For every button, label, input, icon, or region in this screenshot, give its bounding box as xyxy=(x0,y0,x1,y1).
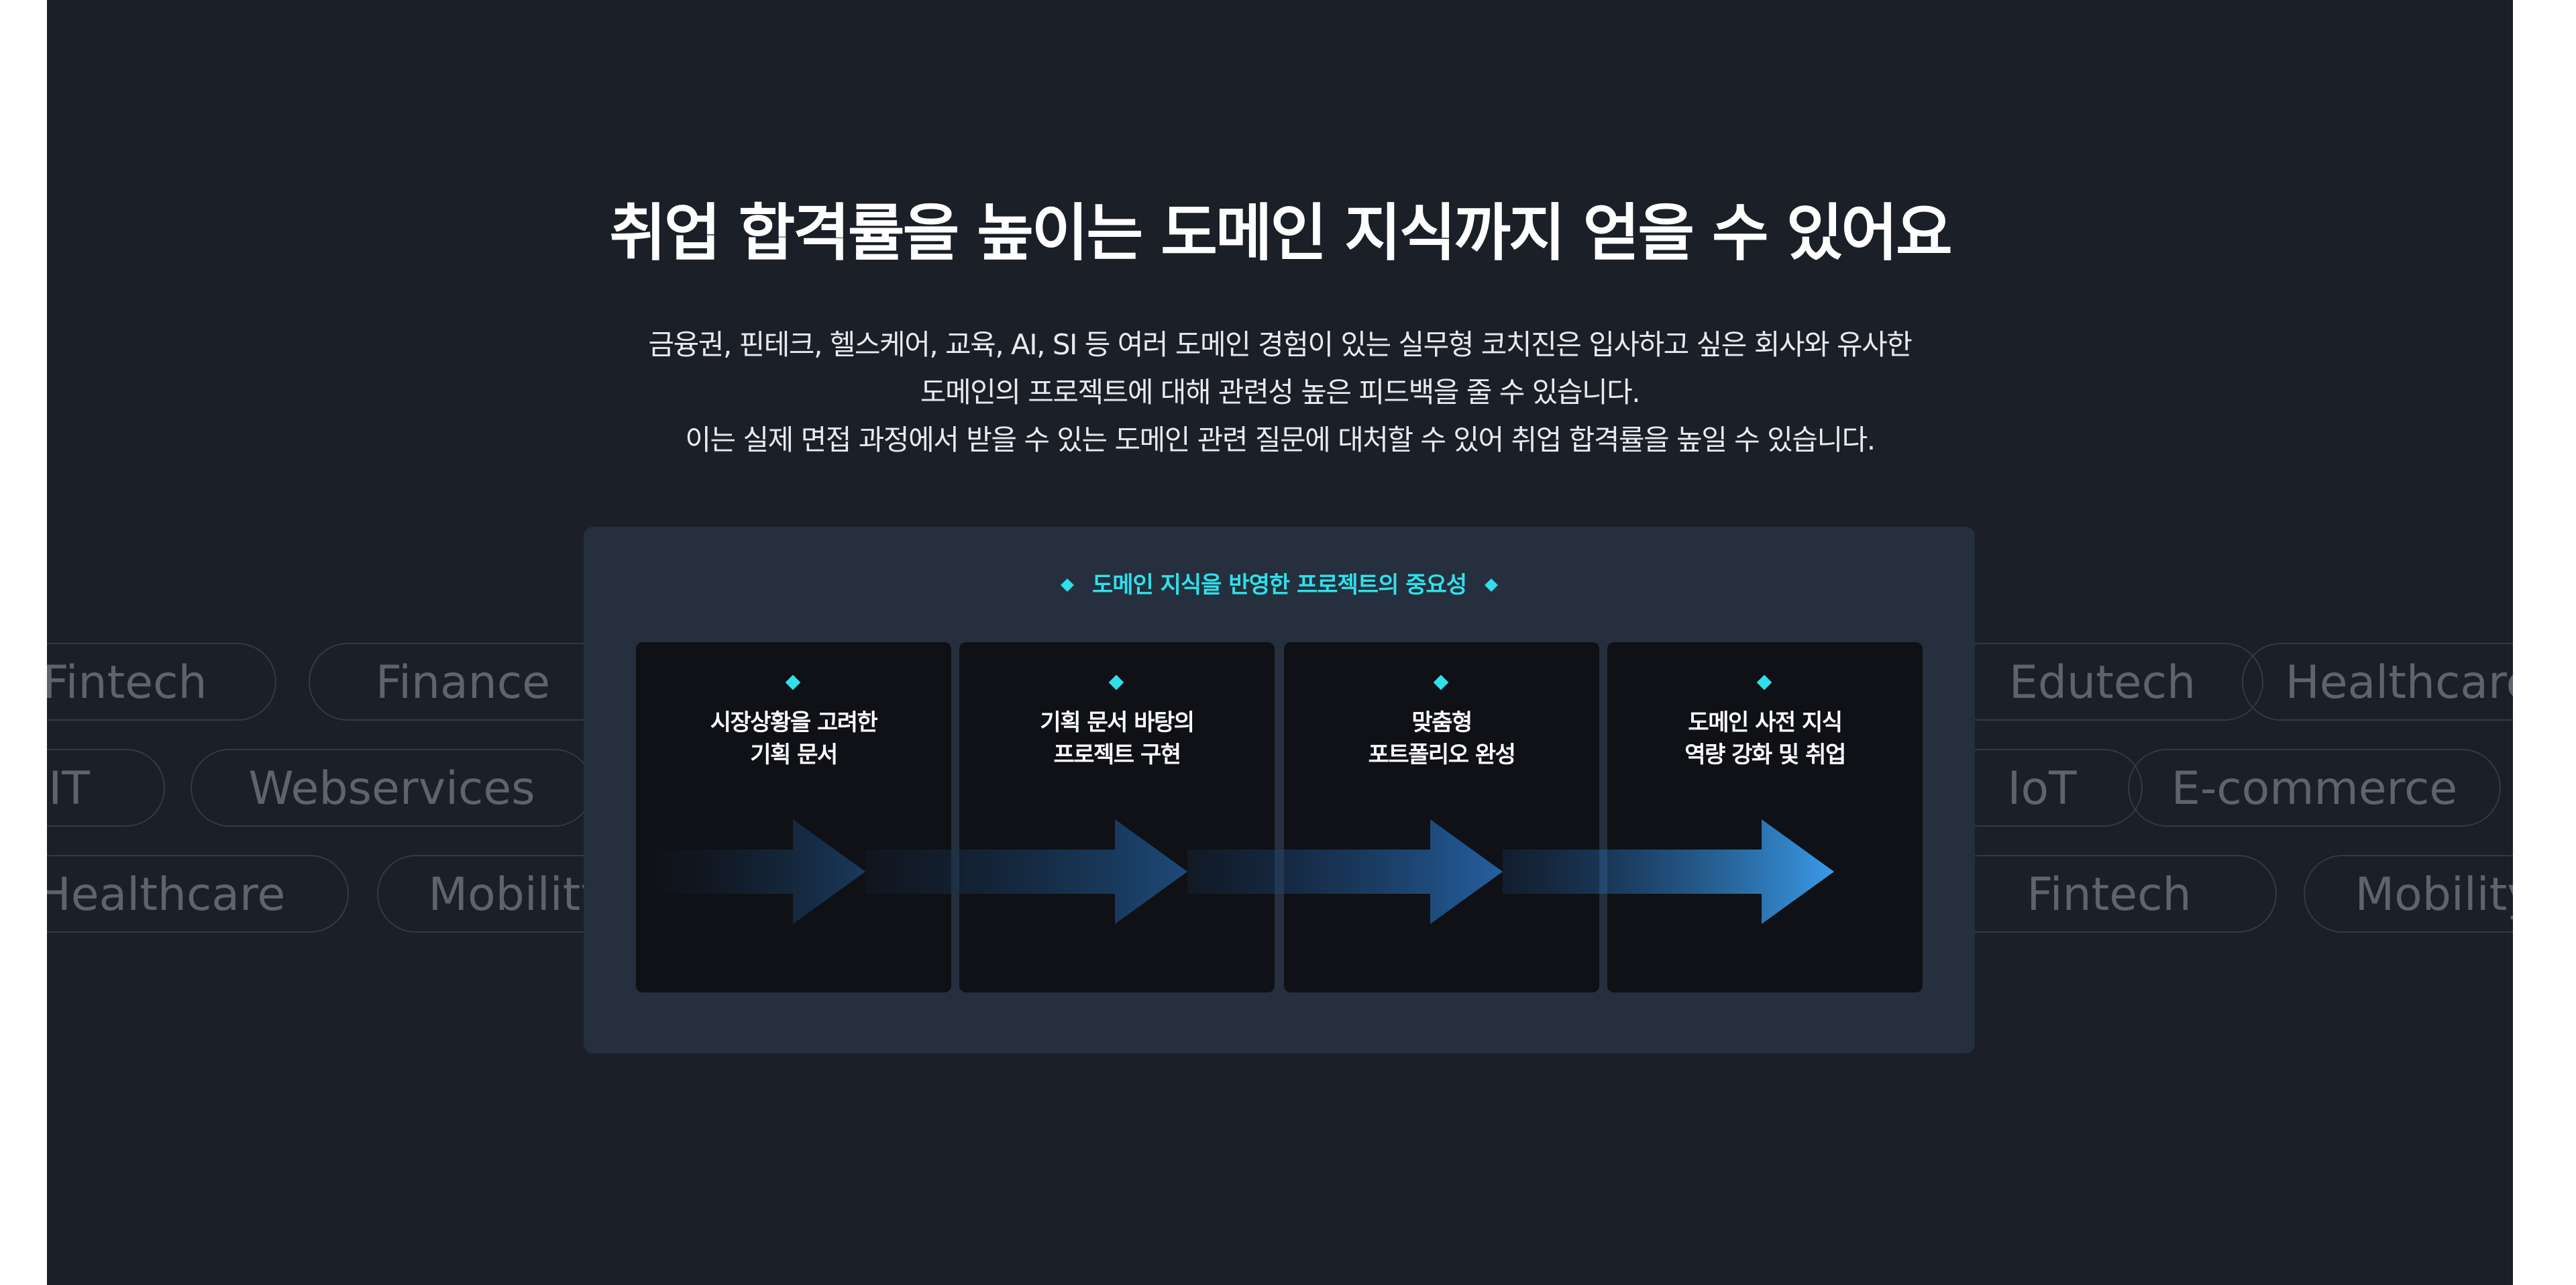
domain-tag: Mobility xyxy=(377,855,659,933)
step-label-line: 도메인 사전 지식 xyxy=(1688,709,1843,736)
step-card-3: 맞춤형 포트폴리오 완성 xyxy=(1284,642,1599,992)
domain-tag: Healthcare xyxy=(47,855,349,933)
step-label-line: 포트폴리오 완성 xyxy=(1368,741,1516,768)
domain-tag: Healthcare xyxy=(2242,643,2513,721)
diamond-icon xyxy=(1061,578,1074,592)
step-card-2: 기획 문서 바탕의 프로젝트 구현 xyxy=(959,642,1275,992)
diamond-icon xyxy=(1433,674,1449,690)
domain-tag: Fintech xyxy=(1941,855,2277,933)
step-card-1: 시장상황을 고려한 기획 문서 xyxy=(636,642,951,992)
step-label-line: 기획 문서 xyxy=(750,741,838,768)
domain-tag: Edutech xyxy=(1941,643,2263,721)
process-diagram: 도메인 지식을 반영한 프로젝트의 중요성 시장상황을 고려한 기획 문서 기획… xyxy=(584,527,1975,1053)
domain-tag: Finance xyxy=(309,643,617,721)
domain-tag: Webservices xyxy=(191,749,593,827)
domain-tag-row: IT Webservices IoT E-commerce xyxy=(47,749,2513,828)
diamond-icon xyxy=(785,674,801,690)
diagram-title-text: 도메인 지식을 반영한 프로젝트의 중요성 xyxy=(1091,572,1467,599)
diamond-icon xyxy=(1108,674,1124,690)
step-label: 맞춤형 포트폴리오 완성 xyxy=(1284,707,1599,771)
diamond-icon xyxy=(1485,578,1498,592)
domain-tag-row: Healthcare Mobility Fintech Mobility xyxy=(47,855,2513,934)
domain-tag: Fintech xyxy=(47,643,276,721)
section-description: 금융권, 핀테크, 헬스케어, 교육, AI, SI 등 여러 도메인 경험이 … xyxy=(47,321,2513,464)
step-label-line: 시장상황을 고려한 xyxy=(710,709,878,736)
diagram-title: 도메인 지식을 반영한 프로젝트의 중요성 xyxy=(584,568,1975,602)
step-label: 시장상황을 고려한 기획 문서 xyxy=(636,707,951,771)
step-card-4: 도메인 사전 지식 역량 강화 및 취업 xyxy=(1607,642,1923,992)
domain-tag: IT xyxy=(47,749,165,827)
step-label: 도메인 사전 지식 역량 강화 및 취업 xyxy=(1607,707,1923,771)
section-headline: 취업 합격률을 높이는 도메인 지식까지 얻을 수 있어요 xyxy=(609,197,1952,269)
domain-tag: Mobility xyxy=(2304,855,2513,933)
step-label-line: 프로젝트 구현 xyxy=(1053,741,1181,768)
step-label-line: 역량 강화 및 취업 xyxy=(1684,741,1846,768)
domain-tag-row: Fintech Finance Edutech Healthcare xyxy=(47,643,2513,722)
step-label: 기획 문서 바탕의 프로젝트 구현 xyxy=(959,707,1275,771)
domain-section: 취업 합격률을 높이는 도메인 지식까지 얻을 수 있어요 금융권, 핀테크, … xyxy=(47,0,2513,1285)
step-label-line: 맞춤형 xyxy=(1411,709,1472,736)
diamond-icon xyxy=(1756,674,1772,690)
domain-tag: E-commerce xyxy=(2128,749,2501,827)
step-label-line: 기획 문서 바탕의 xyxy=(1040,709,1195,736)
description-line: 이는 실제 면접 과정에서 받을 수 있는 도메인 관련 질문에 대처할 수 있… xyxy=(685,423,1876,456)
description-line: 금융권, 핀테크, 헬스케어, 교육, AI, SI 등 여러 도메인 경험이 … xyxy=(648,328,1913,361)
description-line: 도메인의 프로젝트에 대해 관련성 높은 피드백을 줄 수 있습니다. xyxy=(920,376,1641,409)
